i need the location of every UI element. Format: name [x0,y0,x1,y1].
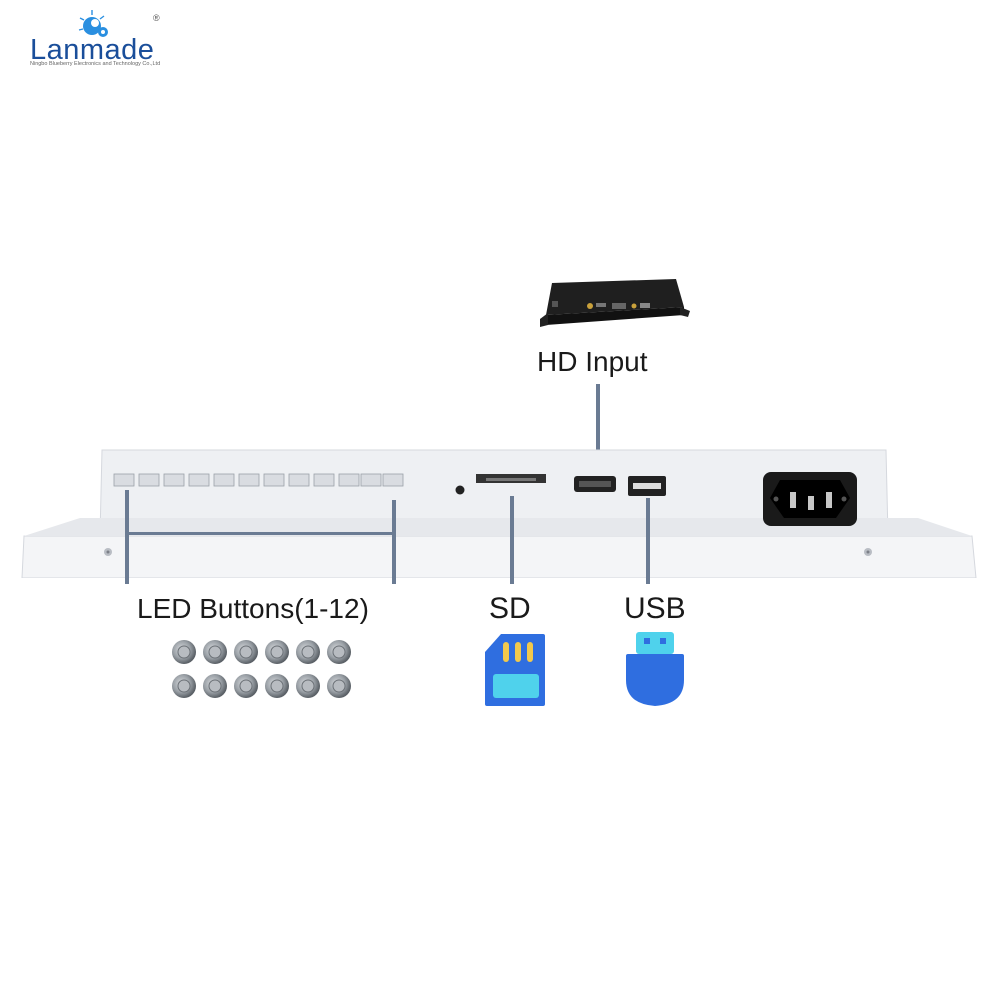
hd-media-player-box [540,279,690,327]
hd-input-leader-line [596,384,600,472]
sd-leader-line [510,496,514,584]
metal-push-button-icon [172,640,351,698]
rear-ports [455,472,857,526]
led-leader-left [125,490,129,584]
metal-buttons-grid [170,636,356,702]
hd-input-label: HD Input [537,346,648,377]
brand-name: Lanmade [30,34,155,66]
led-button-connectors [113,473,404,487]
sd-card-icon [485,634,545,706]
led-leader-horizontal [125,532,396,535]
usb-stick-icon [626,632,684,706]
power-button-dot [455,485,465,495]
sd-label: SD [489,592,531,625]
registered-mark: ® [153,13,160,23]
starburst-logo-icon [78,10,108,37]
monitor-rear-panel [21,449,977,578]
usb-label: USB [624,592,686,625]
brand-logo: Lanmade Ningbo Blueberry Electronics and… [0,0,190,80]
brand-subtitle: Ningbo Blueberry Electronics and Technol… [30,61,161,67]
usb-leader-line [646,498,650,584]
led-leader-right [392,500,396,584]
led-buttons-label: LED Buttons(1-12) [137,593,369,624]
